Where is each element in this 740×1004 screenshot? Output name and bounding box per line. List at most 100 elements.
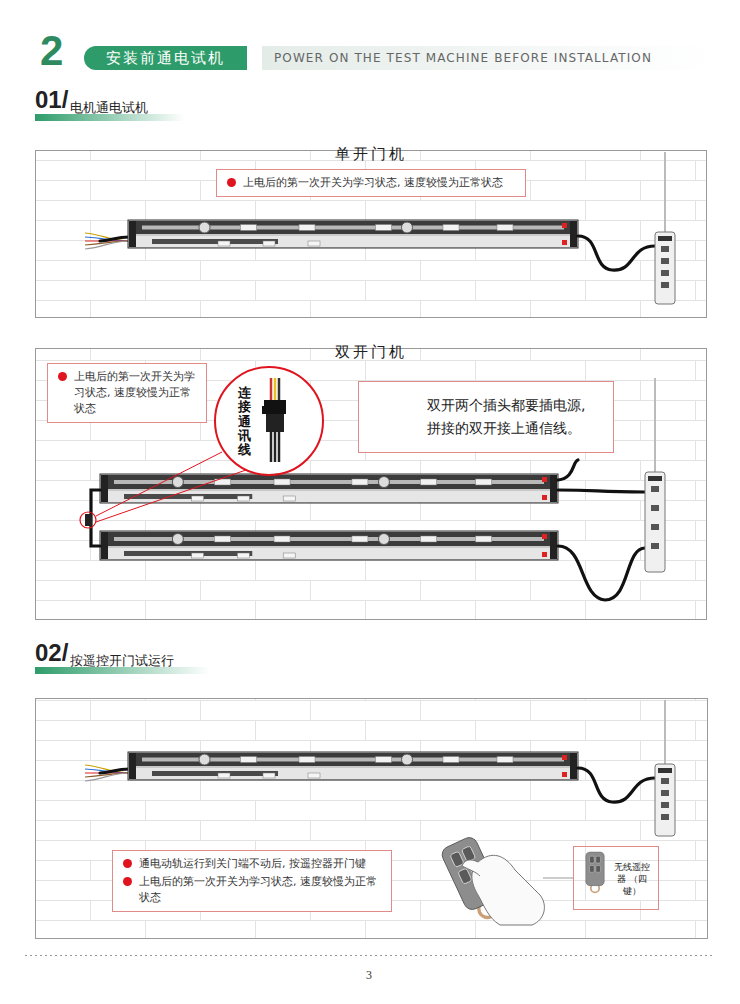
clip bbox=[241, 757, 257, 763]
connector-latch bbox=[262, 406, 265, 414]
end-stop bbox=[562, 223, 567, 228]
clip bbox=[237, 553, 249, 558]
clip bbox=[237, 496, 249, 501]
power-cable bbox=[578, 768, 655, 802]
end-stop bbox=[542, 495, 547, 500]
end-stop bbox=[562, 755, 567, 760]
end-cap bbox=[129, 753, 136, 779]
outlet bbox=[661, 802, 669, 808]
end-cap bbox=[129, 221, 136, 247]
power-cable bbox=[558, 460, 578, 480]
connector bbox=[264, 400, 286, 414]
rail-belt bbox=[124, 494, 252, 499]
lead-wire bbox=[85, 233, 130, 241]
clip bbox=[376, 757, 392, 763]
comm-wire bbox=[278, 432, 281, 462]
clip bbox=[192, 496, 204, 501]
clip bbox=[241, 225, 257, 231]
node-text: 上电后的第一次开关为学习状态, 速度较慢为正常状态 bbox=[225, 175, 517, 191]
clip bbox=[283, 496, 295, 501]
lead-wire bbox=[85, 241, 130, 249]
antenna bbox=[654, 378, 656, 472]
outlet bbox=[661, 270, 669, 276]
clip bbox=[443, 757, 459, 763]
end-cap bbox=[101, 475, 108, 502]
clip bbox=[443, 225, 459, 231]
node-text: 无线遥控器 （四键） bbox=[610, 861, 654, 897]
power-cable bbox=[100, 237, 130, 241]
node-text: 上电后的第一次开关为学习状态, 速度较慢为正常状态 bbox=[56, 369, 198, 417]
rail-lower bbox=[129, 236, 577, 247]
outlet bbox=[661, 778, 669, 784]
end-cap bbox=[570, 753, 577, 779]
node-text: 双开两个插头都要插电源, 拼接的双开接上通信线。 bbox=[427, 394, 603, 440]
connector bbox=[266, 414, 284, 432]
clip bbox=[274, 536, 290, 542]
callout-ground bbox=[214, 366, 322, 474]
label: 电机通电试机 bbox=[70, 99, 148, 117]
wall-ground bbox=[35, 150, 707, 318]
label: 2 bbox=[40, 30, 63, 72]
rail-lower bbox=[129, 768, 577, 779]
remote-button bbox=[596, 856, 601, 863]
strip-body bbox=[645, 472, 665, 572]
heading-underline bbox=[35, 114, 185, 121]
leader-line bbox=[543, 878, 573, 879]
scene-panel: 双开门机上电后的第一次开关为学习状态, 速度较慢为正常状态连接通讯线双开两个插头… bbox=[35, 348, 707, 620]
comm-wire bbox=[274, 432, 277, 462]
clip bbox=[215, 536, 231, 542]
motor-rail bbox=[128, 220, 578, 248]
pulley bbox=[402, 754, 413, 765]
pulley bbox=[402, 222, 413, 233]
rail-body bbox=[100, 531, 558, 560]
note-box: 上电后的第一次开关为学习状态, 速度较慢为正常状态 bbox=[216, 169, 526, 197]
comm-wire bbox=[274, 378, 277, 402]
comm-wire bbox=[270, 378, 273, 402]
end-cap bbox=[550, 532, 557, 559]
thumb bbox=[462, 860, 480, 876]
power-strip bbox=[655, 152, 675, 304]
remote-button bbox=[590, 856, 595, 863]
motor-rail bbox=[100, 474, 558, 503]
lead-wire bbox=[85, 769, 130, 773]
connector bbox=[85, 514, 92, 526]
remote-control bbox=[586, 852, 604, 892]
node-text: 上电后的第一次开关为学习状态, 速度较慢为正常状态 bbox=[121, 874, 383, 906]
outlet bbox=[651, 543, 659, 549]
clip bbox=[421, 536, 437, 542]
comm-wire bbox=[270, 432, 273, 462]
clip bbox=[352, 536, 368, 542]
pulley bbox=[199, 754, 210, 765]
rail-body bbox=[128, 220, 578, 248]
end-stop bbox=[542, 552, 547, 557]
outlet bbox=[651, 505, 659, 511]
motor-rail bbox=[128, 752, 578, 780]
rail-body bbox=[128, 752, 578, 780]
leader-line bbox=[96, 470, 246, 522]
remote-body bbox=[586, 852, 604, 886]
strip-body bbox=[655, 764, 675, 836]
clip bbox=[476, 479, 492, 485]
label: 02/ bbox=[35, 641, 68, 665]
remote-button bbox=[596, 865, 601, 872]
callout-ring bbox=[80, 512, 96, 528]
pulley bbox=[199, 222, 210, 233]
outlet bbox=[661, 282, 669, 288]
label: 按遥控开门试运行 bbox=[70, 652, 174, 670]
rail-lower bbox=[101, 548, 557, 559]
rail-belt bbox=[124, 551, 252, 556]
clip bbox=[192, 553, 204, 558]
power-cable bbox=[100, 769, 130, 773]
clip bbox=[263, 241, 275, 246]
clip bbox=[218, 773, 230, 778]
heading-underline bbox=[35, 667, 210, 674]
remote-button bbox=[458, 868, 472, 884]
power-strip bbox=[655, 700, 675, 836]
page-rule bbox=[25, 955, 715, 956]
node-text: 双开门机 bbox=[36, 343, 706, 362]
antenna bbox=[664, 700, 666, 764]
outlet bbox=[661, 790, 669, 796]
pulley bbox=[172, 477, 183, 488]
scene-panel: 单开门机上电后的第一次开关为学习状态, 速度较慢为正常状态 bbox=[35, 150, 707, 318]
clip bbox=[497, 757, 513, 763]
